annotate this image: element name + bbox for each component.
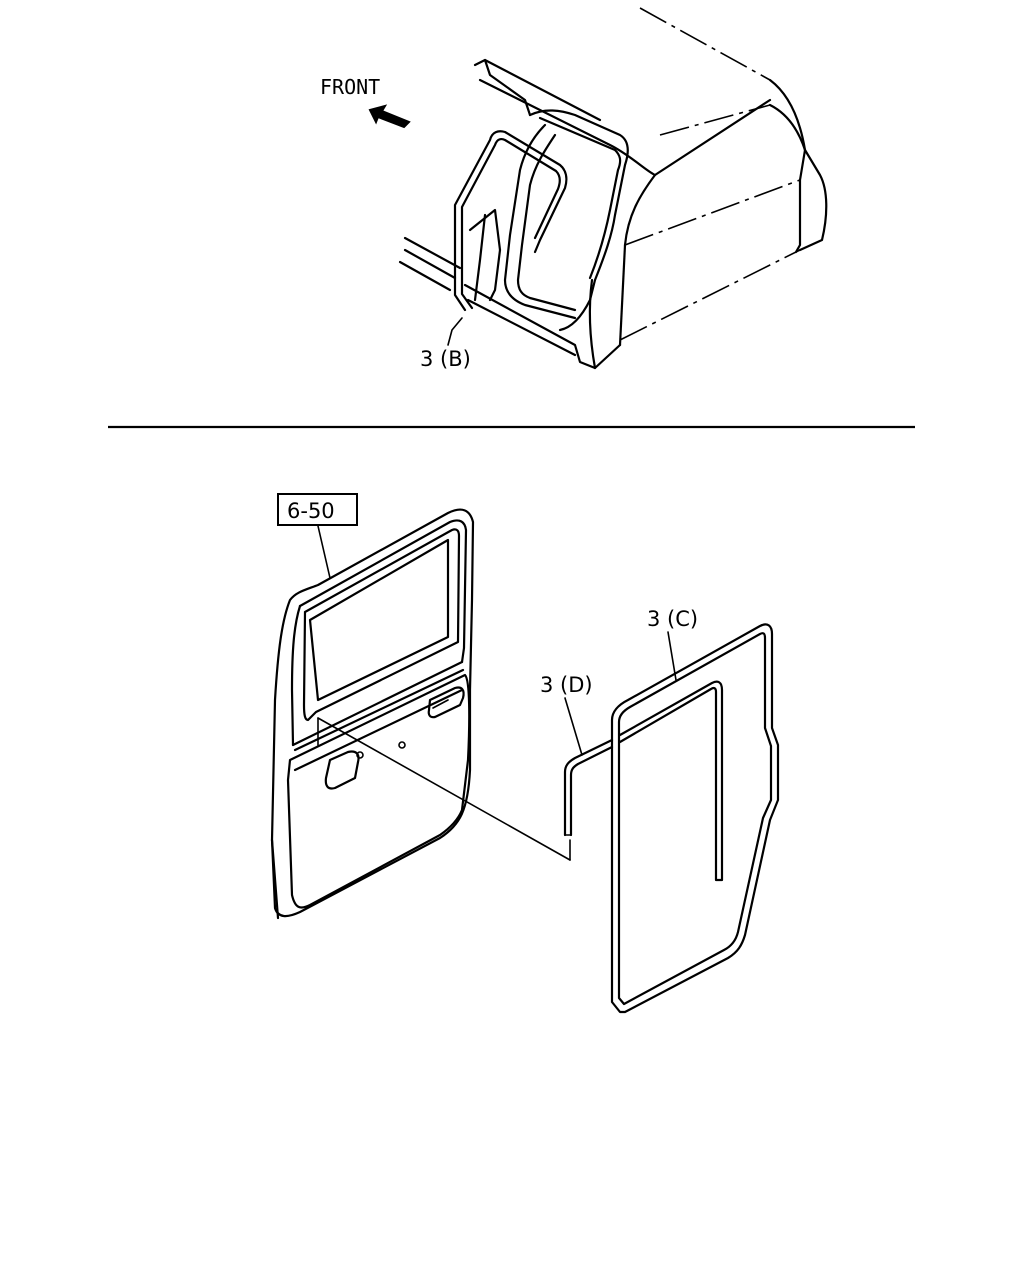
label-3b-text: 3 (B) xyxy=(420,347,471,371)
front-arrow-icon xyxy=(368,104,411,129)
ref-box xyxy=(277,493,358,526)
weatherstrip-3c xyxy=(610,623,780,1014)
weatherstrip-3d xyxy=(563,738,614,837)
label-3c-text: 3 (C) xyxy=(647,607,698,631)
front-label: FRONT xyxy=(320,75,380,99)
front-direction-arrow: FRONT xyxy=(320,75,411,129)
weatherstrip-3b xyxy=(447,130,568,346)
vehicle-body-view xyxy=(398,7,828,370)
label-3c: 3 (C) xyxy=(647,607,698,681)
ref-box-text: 6-50 xyxy=(287,499,335,523)
label-3b: 3 (B) xyxy=(420,347,471,371)
label-3d: 3 (D) xyxy=(540,673,593,756)
rear-door-view: 6-50 xyxy=(270,493,571,920)
label-3d-text: 3 (D) xyxy=(540,673,593,697)
